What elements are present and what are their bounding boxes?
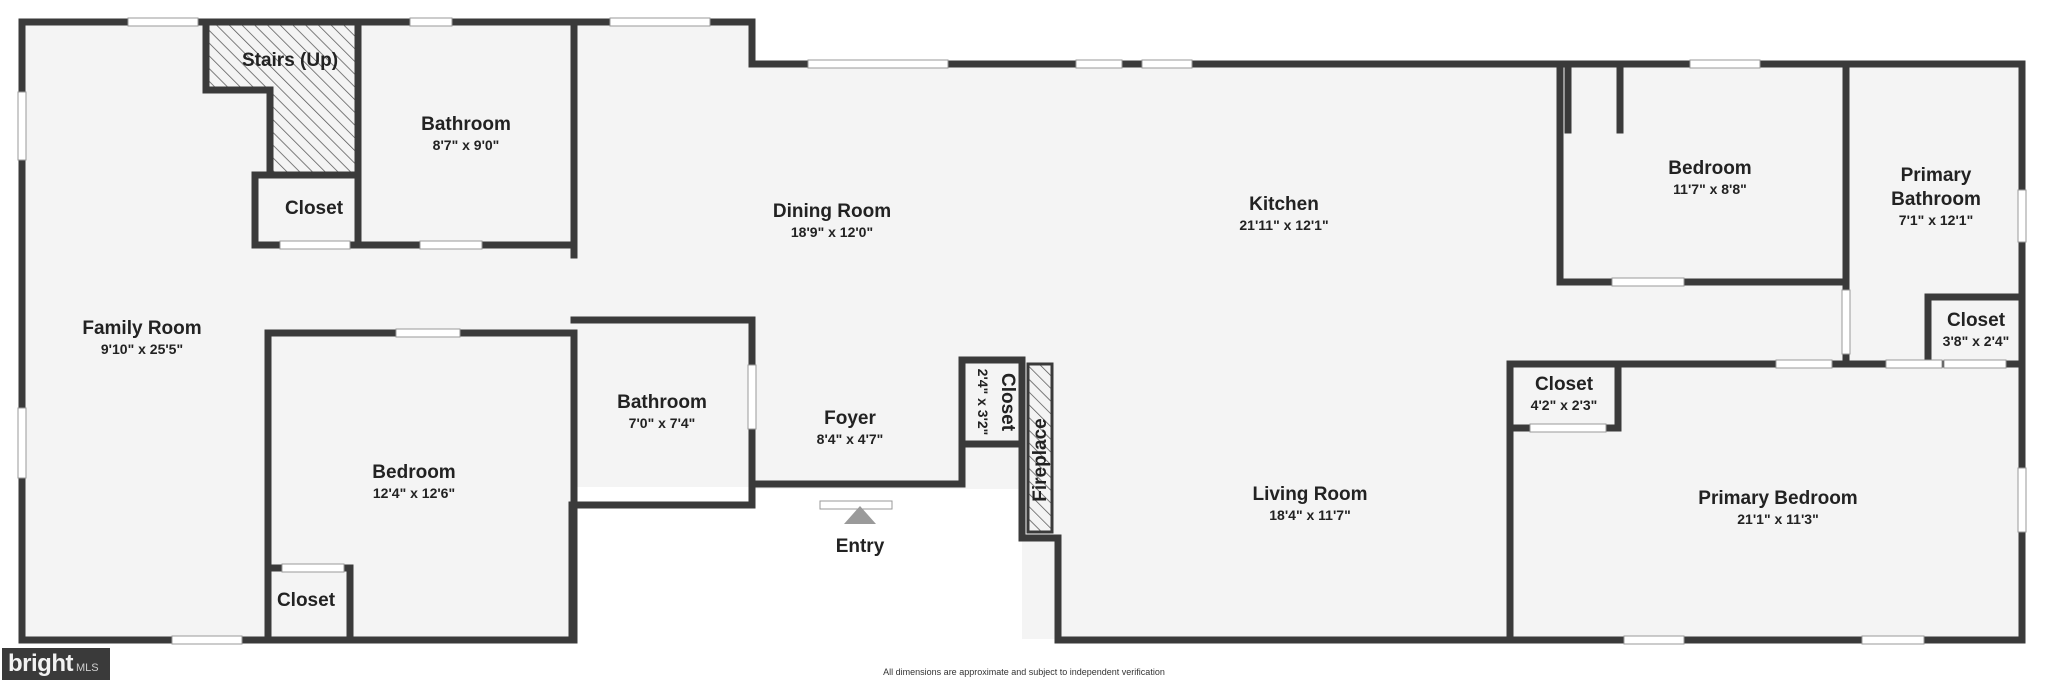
room-name: Bathroom: [617, 392, 707, 413]
room-living-room: Living Room 18'4" x 11'7": [1252, 484, 1367, 523]
room-name: Dining Room: [773, 201, 891, 222]
room-dimensions: 7'0" x 7'4": [629, 415, 696, 431]
room-closet-primary-bath: Closet 3'8" x 2'4": [1943, 310, 2010, 349]
room-name: Closet: [997, 373, 1018, 432]
brand-logo: bright MLS: [2, 648, 110, 680]
room-dimensions: 11'7" x 8'8": [1673, 181, 1747, 197]
logo-sub-text: MLS: [75, 662, 99, 674]
room-name-line2: Bathroom: [1891, 189, 1981, 210]
room-closet-foyer: Closet 2'4" x 3'2": [975, 369, 1018, 436]
windows: [17, 17, 2027, 645]
room-closet-bedroom-left: Closet: [277, 590, 336, 611]
room-closet-primary-bedroom: Closet 4'2" x 2'3": [1531, 374, 1598, 413]
room-name: Closet: [1535, 374, 1594, 395]
room-dimensions: 3'8" x 2'4": [1943, 333, 2010, 349]
room-stairs: Stairs (Up): [242, 50, 338, 71]
room-kitchen: Kitchen 21'11" x 12'1": [1239, 194, 1328, 233]
entry-label: Entry: [836, 536, 885, 557]
room-dimensions: 21'11" x 12'1": [1239, 217, 1328, 233]
room-name: Primary Bedroom: [1698, 488, 1857, 509]
stairs-hatch: [206, 24, 356, 172]
walls: [18, 18, 2026, 644]
room-primary-bathroom: Primary Bathroom 7'1" x 12'1": [1891, 165, 1981, 228]
room-name: Family Room: [82, 318, 201, 339]
room-name: Bedroom: [372, 462, 455, 483]
room-dimensions: 8'4" x 4'7": [817, 431, 884, 447]
room-name: Fireplace: [1030, 418, 1051, 501]
room-dimensions: 18'4" x 11'7": [1269, 507, 1350, 523]
room-family-room: Family Room 9'10" x 25'5": [82, 318, 201, 357]
room-primary-bedroom: Primary Bedroom 21'1" x 11'3": [1698, 488, 1857, 527]
room-dimensions: 9'10" x 25'5": [101, 341, 183, 357]
room-foyer: Foyer 8'4" x 4'7": [817, 408, 884, 447]
room-dimensions: 4'2" x 2'3": [1531, 397, 1598, 413]
room-fireplace: Fireplace: [1030, 418, 1051, 501]
disclaimer: All dimensions are approximate and subje…: [883, 667, 1165, 677]
room-dimensions: 7'1" x 12'1": [1899, 212, 1973, 228]
room-dimensions: 21'1" x 11'3": [1737, 511, 1818, 527]
room-name: Foyer: [824, 408, 876, 429]
room-name-line1: Primary: [1901, 165, 1972, 186]
room-dimensions: 18'9" x 12'0": [791, 224, 873, 240]
room-name: Kitchen: [1249, 194, 1319, 215]
room-name: Living Room: [1252, 484, 1367, 505]
room-dining-room: Dining Room 18'9" x 12'0": [773, 201, 891, 240]
entry-arrow-icon: [844, 506, 876, 524]
room-dimensions: 2'4" x 3'2": [975, 369, 991, 436]
room-dimensions: 8'7" x 9'0": [433, 137, 500, 153]
room-bedroom-right: Bedroom 11'7" x 8'8": [1668, 158, 1751, 197]
room-bathroom-mid: Bathroom 7'0" x 7'4": [617, 392, 707, 431]
room-bathroom-top: Bathroom 8'7" x 9'0": [421, 114, 511, 153]
room-dimensions: 12'4" x 12'6": [373, 485, 455, 501]
fireplace-hatch: [1026, 362, 1054, 534]
logo-main-text: bright: [8, 650, 73, 677]
room-name: Bathroom: [421, 114, 511, 135]
room-name: Bedroom: [1668, 158, 1751, 179]
room-closet-top: Closet: [285, 198, 344, 219]
room-name: Closet: [1947, 310, 2006, 331]
room-bedroom-left: Bedroom 12'4" x 12'6": [372, 462, 455, 501]
